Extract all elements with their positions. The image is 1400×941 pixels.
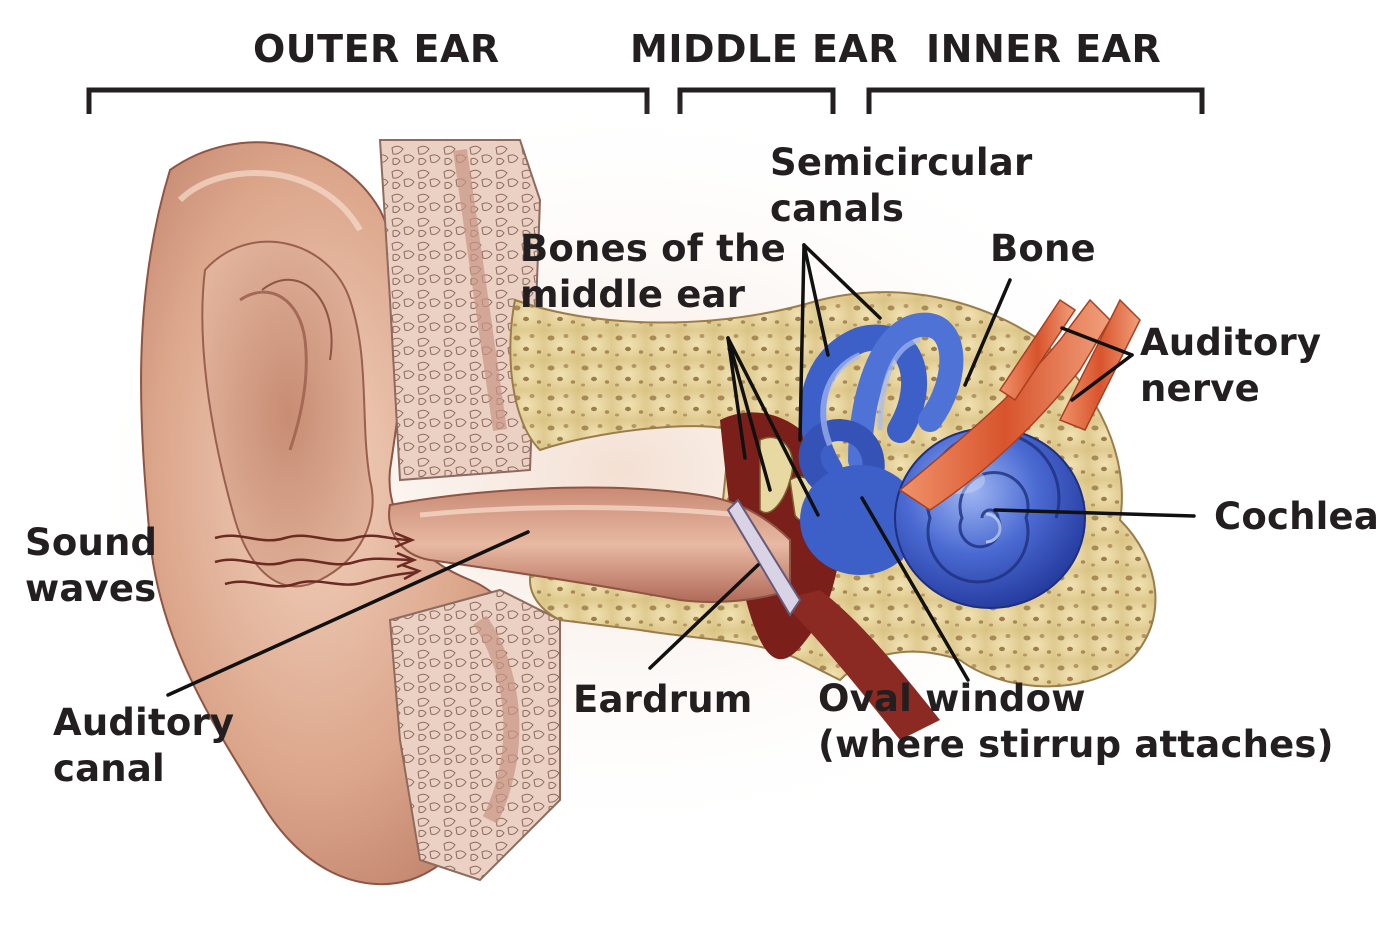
semicircular-canals-label: Semicircular canals	[770, 140, 1032, 232]
semicircular-line2: canals	[770, 187, 905, 230]
sound-waves-label: Sound waves	[25, 520, 157, 612]
leader-lines	[166, 243, 1196, 697]
bones-line2: middle ear	[520, 273, 746, 316]
ossicles	[759, 436, 871, 528]
bones-leader-3	[726, 336, 820, 517]
oval-window-line2: (where stirrup attaches)	[818, 723, 1334, 766]
auditory-canal-line1: Auditory	[53, 701, 235, 744]
sound-waves-line2: waves	[25, 567, 157, 610]
auditory-nerve-line2: nerve	[1140, 367, 1260, 410]
auditory-nerve-label: Auditory nerve	[1140, 320, 1321, 412]
semicircular-leader-1	[798, 243, 806, 442]
outer-ear-heading: OUTER EAR	[253, 27, 500, 71]
canal-leader	[166, 530, 530, 697]
auditory-canal-line2: canal	[53, 747, 165, 790]
auditory-canal-label: Auditory canal	[53, 700, 234, 792]
semicircular-canals-shape	[798, 312, 964, 496]
eardrum-shape	[726, 498, 802, 617]
inner-ear-heading: INNER EAR	[926, 27, 1162, 71]
bones-leader-2	[726, 336, 772, 492]
bones-line1: Bones of the	[520, 227, 786, 270]
auditory-nerve-shape	[898, 298, 1141, 511]
semicircular-leader-2	[802, 243, 830, 357]
oval-window-leader	[860, 496, 970, 682]
semicircular-leader-3	[802, 243, 882, 320]
semicircular-line1: Semicircular	[770, 141, 1033, 184]
middle-ear-heading: MIDDLE EAR	[630, 27, 899, 71]
eardrum-label: Eardrum	[573, 678, 753, 721]
auditory-nerve-line1: Auditory	[1140, 321, 1322, 364]
bones-middle-ear-label: Bones of the middle ear	[520, 226, 786, 318]
bone-leader	[963, 278, 1012, 387]
nerve-leader-2	[1070, 353, 1134, 402]
auditory-canal-shape	[388, 486, 791, 603]
sound-wave-arrows	[214, 531, 423, 588]
bones-leader-1	[726, 336, 747, 460]
bone-label: Bone	[990, 227, 1096, 270]
cochlea-leader	[993, 508, 1196, 518]
eardrum-leader	[648, 563, 760, 670]
sound-waves-line1: Sound	[25, 521, 158, 564]
nerve-leader-1	[1060, 326, 1134, 357]
inner-ear-bracket	[866, 87, 1205, 114]
cochlea-label: Cochlea	[1214, 495, 1379, 538]
oval-window-label: Oval window (where stirrup attaches)	[818, 676, 1334, 768]
cartilage-lower	[388, 588, 561, 882]
oval-window-line1: Oval window	[818, 677, 1086, 720]
